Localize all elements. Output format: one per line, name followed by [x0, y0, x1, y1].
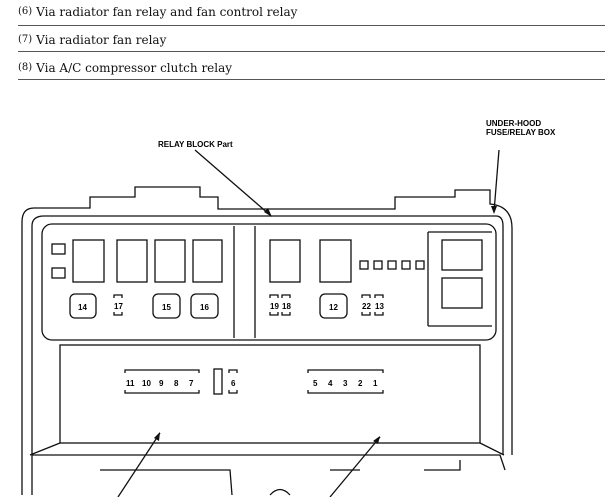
fuse-14: 14	[78, 303, 87, 312]
fuse-16: 16	[200, 303, 209, 312]
fuse-13: 13	[375, 302, 384, 311]
fuse-12: 12	[329, 303, 338, 312]
fuse-19: 19	[270, 302, 279, 311]
box-label-line2: FUSE/RELAY BOX	[486, 128, 556, 137]
fuse-17: 17	[114, 302, 123, 311]
fuse-2: 2	[358, 379, 363, 388]
fuse-9: 9	[159, 379, 164, 388]
fuse-22: 22	[362, 302, 371, 311]
fuse-15: 15	[162, 303, 171, 312]
fuse-6: 6	[231, 379, 236, 388]
fuse-10: 10	[142, 379, 151, 388]
fuse-3: 3	[343, 379, 348, 388]
relay-block-label: RELAY BLOCK Part	[158, 140, 233, 149]
fuse-8: 8	[174, 379, 179, 388]
note-row: (7)Via radiator fan relay	[18, 28, 605, 52]
fuse-18: 18	[282, 302, 291, 311]
fuse-11: 11	[126, 379, 135, 388]
fuse-4: 4	[328, 379, 333, 388]
fuse-7: 7	[189, 379, 194, 388]
box-label-line1: UNDER-HOOD	[486, 119, 541, 128]
notes-table: (6)Via radiator fan relay and fan contro…	[18, 0, 605, 84]
fuse-1: 1	[373, 379, 378, 388]
note-row: (8)Via A/C compressor clutch relay	[18, 56, 605, 80]
fuse-5: 5	[313, 379, 318, 388]
note-row: (6)Via radiator fan relay and fan contro…	[18, 0, 605, 26]
